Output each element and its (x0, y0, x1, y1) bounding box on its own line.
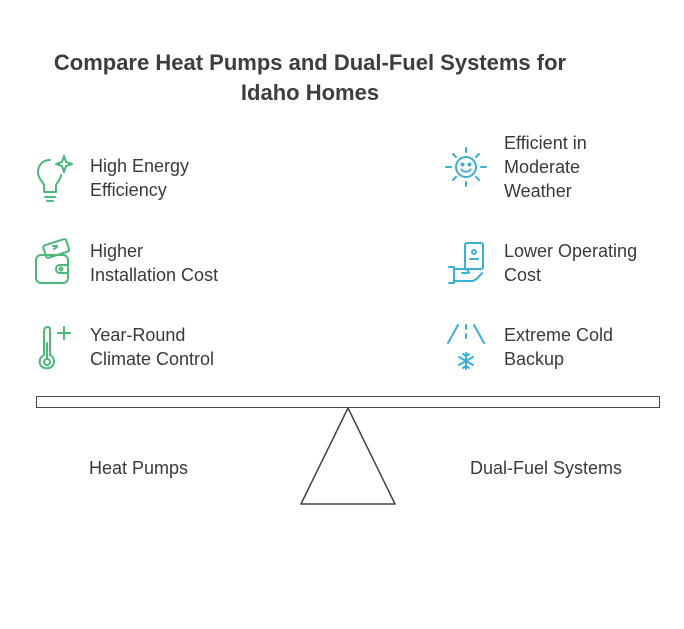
right-item-label: Extreme Cold Backup (504, 323, 613, 371)
right-item-cold-backup: Extreme Cold Backup (442, 319, 613, 375)
right-item-label: Lower Operating Cost (504, 239, 637, 287)
left-item-installation-cost: Higher Installation Cost (28, 235, 218, 291)
left-item-label: Higher Installation Cost (90, 239, 218, 287)
label-line: Climate Control (90, 349, 215, 369)
label-line: Efficiency (90, 180, 167, 200)
diagram-title: Compare Heat Pumps and Dual-Fuel Systems… (0, 48, 620, 108)
left-item-energy-efficiency: High Energy Efficiency (28, 150, 189, 206)
label-line: High Energy (90, 156, 190, 176)
right-item-operating-cost: Lower Operating Cost (442, 235, 637, 291)
label-line: Moderate (504, 157, 581, 177)
smiling-sun-icon (442, 139, 490, 195)
title-line-2: Idaho Homes (240, 80, 380, 105)
label-line: Backup (504, 349, 565, 369)
left-item-climate-control: Year-Round Climate Control (28, 319, 214, 375)
label-line: Installation Cost (90, 265, 219, 285)
label-line: Extreme Cold (504, 325, 614, 345)
snowflake-cold-icon (442, 319, 490, 375)
left-item-label: High Energy Efficiency (90, 154, 189, 202)
left-item-label: Year-Round Climate Control (90, 323, 214, 371)
thermometer-plus-icon (28, 319, 76, 375)
hand-holding-phone-icon (442, 235, 490, 291)
wallet-money-icon (28, 235, 76, 291)
right-item-moderate-weather: Efficient in Moderate Weather (442, 131, 587, 203)
right-item-label: Efficient in Moderate Weather (504, 131, 587, 203)
dual-fuel-systems-label: Dual-Fuel Systems (470, 458, 623, 478)
balance-fulcrum (300, 407, 396, 505)
label-line: Efficient in (504, 133, 587, 153)
heat-pumps-label: Heat Pumps (89, 458, 189, 478)
label-line: Weather (504, 181, 572, 201)
label-line: Cost (504, 265, 542, 285)
title-line-1: Compare Heat Pumps and Dual-Fuel Systems… (53, 50, 567, 75)
label-line: Lower Operating (504, 241, 638, 261)
label-line: Higher (90, 241, 144, 261)
lightbulb-sparkle-icon (28, 150, 76, 206)
label-line: Year-Round (90, 325, 186, 345)
